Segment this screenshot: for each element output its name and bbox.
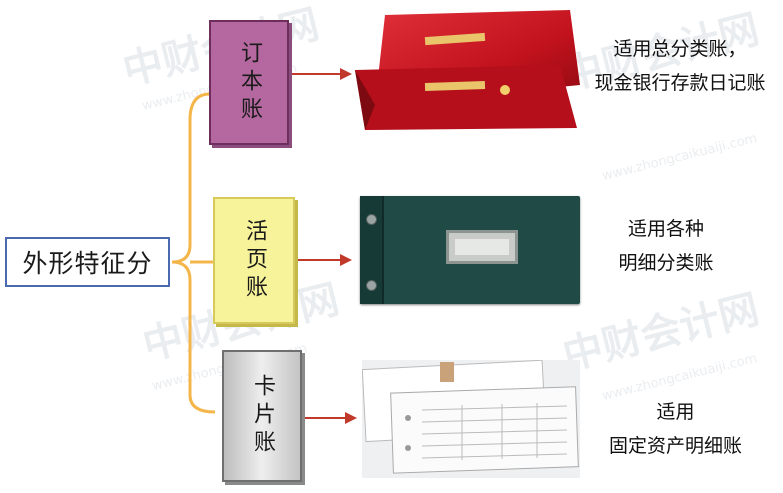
description-line: 适用各种 [627, 218, 704, 240]
node-bound-ledger: 订本账 [209, 20, 289, 145]
binder-spine [360, 196, 384, 304]
description-card-ledger: 适用 固定资产明细账 [593, 395, 758, 463]
card-ledger-photo [362, 360, 580, 478]
root-category: 外形特征分 [5, 237, 170, 287]
description-line: 适用总分类账， [613, 38, 747, 60]
description-line: 适用 [656, 401, 695, 423]
description-loose-leaf-ledger: 适用各种 明细分类账 [601, 212, 731, 280]
description-line: 固定资产明细账 [608, 435, 742, 457]
arrow-head-3 [345, 412, 357, 424]
binder-hole [366, 214, 377, 225]
description-line: 明细分类账 [618, 252, 714, 274]
bracket [171, 92, 216, 414]
description-bound-ledger: 适用总分类账， 现金银行存款日记账 [585, 32, 775, 100]
arrow-head-2 [340, 254, 352, 266]
description-line: 现金银行存款日记账 [594, 72, 766, 94]
binder-hole [366, 280, 377, 291]
arrow-head-1 [340, 68, 352, 80]
node-card-ledger: 卡片账 [222, 350, 302, 482]
node-loose-leaf-ledger: 活页账 [213, 197, 295, 324]
binder-label-plate [446, 230, 518, 264]
loose-leaf-ledger-photo [360, 196, 580, 304]
bound-ledger-photo [355, 10, 580, 130]
